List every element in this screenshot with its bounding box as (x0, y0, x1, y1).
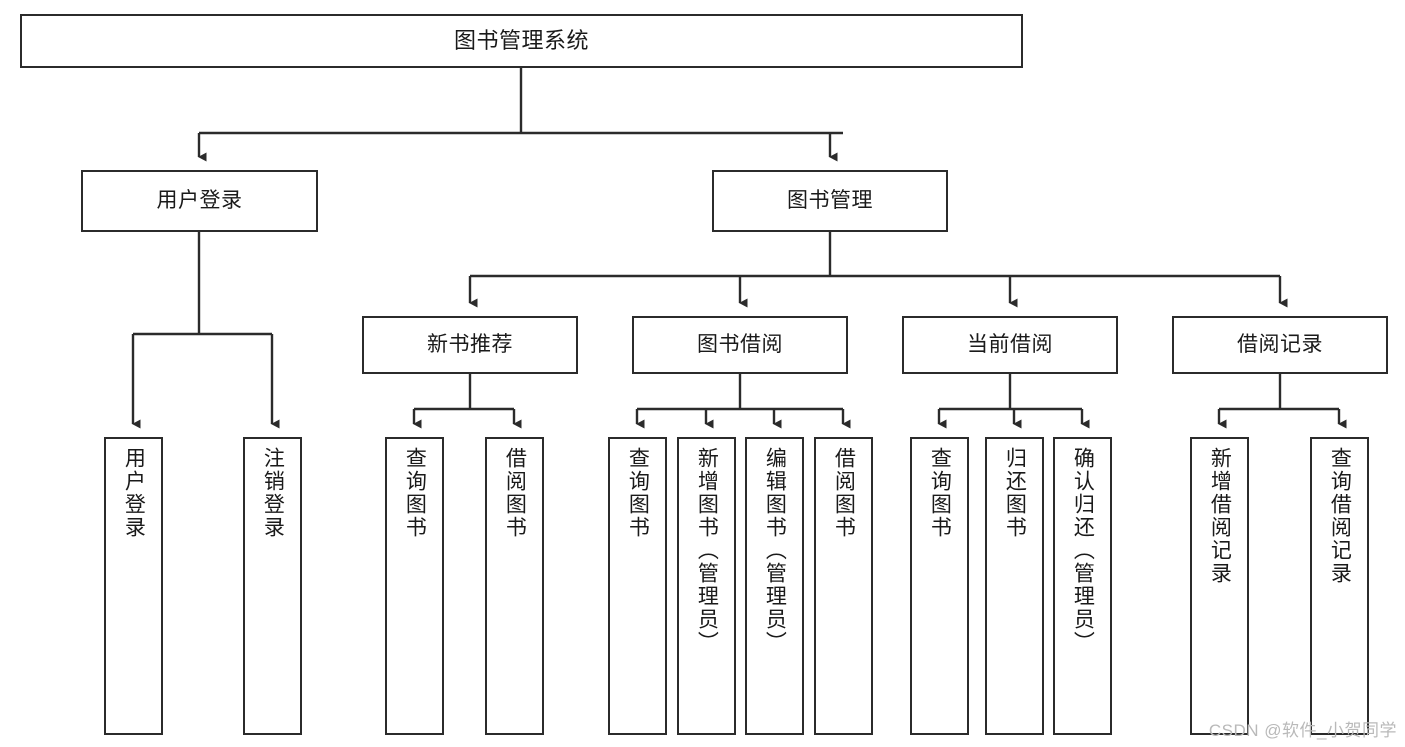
node-label: 新增借阅记录 (1208, 447, 1232, 585)
node-user-login[interactable]: 用户登录 (81, 170, 318, 232)
node-label: 图书管理系统 (453, 28, 589, 54)
leaf-current-borrow-query[interactable]: 查询图书 (910, 437, 969, 735)
leaf-borrow-record-add[interactable]: 新增借阅记录 (1190, 437, 1249, 735)
node-label: 借阅记录 (1237, 332, 1323, 356)
node-current-borrow[interactable]: 当前借阅 (902, 316, 1118, 374)
node-label: 当前借阅 (967, 332, 1053, 356)
leaf-current-borrow-confirm-return[interactable]: 确认归还（管理员） (1053, 437, 1112, 735)
node-label: 新增图书（管理员） (695, 447, 719, 654)
leaf-borrow-record-query[interactable]: 查询借阅记录 (1310, 437, 1369, 735)
node-label: 确认归还（管理员） (1071, 447, 1095, 654)
node-label: 借阅图书 (503, 447, 527, 539)
node-label: 新书推荐 (427, 332, 513, 356)
node-book-borrow[interactable]: 图书借阅 (632, 316, 848, 374)
node-label: 图书借阅 (697, 332, 783, 356)
leaf-book-borrow-add[interactable]: 新增图书（管理员） (677, 437, 736, 735)
node-label: 查询图书 (403, 447, 427, 539)
node-label: 查询图书 (928, 447, 952, 539)
node-label: 图书管理 (787, 188, 873, 212)
leaf-book-borrow-edit[interactable]: 编辑图书（管理员） (745, 437, 804, 735)
leaf-user-login-login[interactable]: 用户登录 (104, 437, 163, 735)
node-label: 编辑图书（管理员） (763, 447, 787, 654)
node-label: 查询图书 (626, 447, 650, 539)
node-label: 注销登录 (261, 447, 285, 539)
node-label: 查询借阅记录 (1328, 447, 1352, 585)
leaf-user-login-logout[interactable]: 注销登录 (243, 437, 302, 735)
leaf-book-borrow-borrow[interactable]: 借阅图书 (814, 437, 873, 735)
node-label: 用户登录 (156, 188, 243, 212)
node-borrow-record[interactable]: 借阅记录 (1172, 316, 1388, 374)
leaf-new-book-query[interactable]: 查询图书 (385, 437, 444, 735)
node-book-management[interactable]: 图书管理 (712, 170, 948, 232)
node-label: 归还图书 (1003, 447, 1027, 539)
watermark-text: CSDN @软件_小贺同学 (1208, 721, 1397, 740)
node-root-system[interactable]: 图书管理系统 (20, 14, 1023, 68)
leaf-book-borrow-query[interactable]: 查询图书 (608, 437, 667, 735)
leaf-current-borrow-return[interactable]: 归还图书 (985, 437, 1044, 735)
leaf-new-book-borrow[interactable]: 借阅图书 (485, 437, 544, 735)
node-new-book-recommend[interactable]: 新书推荐 (362, 316, 578, 374)
node-label: 用户登录 (122, 447, 146, 539)
node-label: 借阅图书 (832, 447, 856, 539)
